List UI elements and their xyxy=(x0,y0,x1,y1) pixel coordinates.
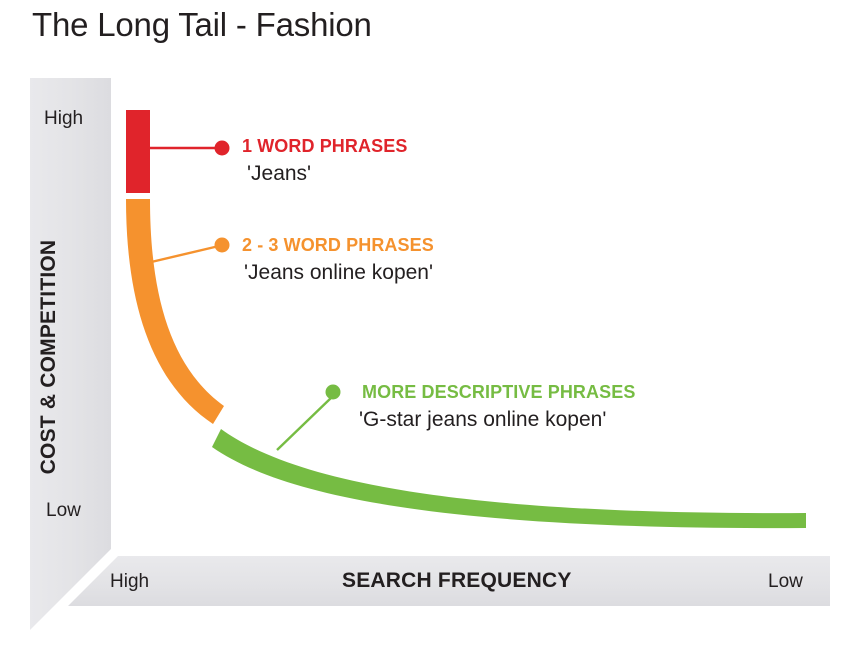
long-tail-curve xyxy=(126,110,806,529)
y-axis-low-label: Low xyxy=(46,500,81,521)
callout-one-word-example: 'Jeans' xyxy=(247,161,312,185)
y-axis-title: COST & COMPETITION xyxy=(37,239,60,475)
page-title: The Long Tail - Fashion xyxy=(32,6,372,43)
leader-line-green xyxy=(276,396,333,451)
x-axis-low-label: Low xyxy=(768,571,803,592)
x-axis-title: SEARCH FREQUENCY xyxy=(342,569,572,592)
callout-leaders xyxy=(146,140,341,451)
curve-segment-red xyxy=(126,110,150,193)
y-axis-high-label: High xyxy=(44,108,84,129)
curve-segment-orange xyxy=(126,199,224,424)
curve-segment-green xyxy=(212,429,806,529)
x-axis-panel xyxy=(68,556,830,606)
callout-two-three-example: 'Jeans online kopen' xyxy=(244,260,433,284)
x-axis-high-label: High xyxy=(110,571,150,592)
callout-descriptive-heading: MORE DESCRIPTIVE PHRASES xyxy=(362,382,636,402)
y-axis-panel xyxy=(30,78,111,630)
callout-one-word-heading: 1 WORD PHRASES xyxy=(242,136,408,156)
callout-two-three-heading: 2 - 3 WORD PHRASES xyxy=(242,235,434,255)
leader-line-orange xyxy=(146,244,220,265)
axis-panels xyxy=(30,78,830,630)
callout-more-descriptive-phrases: MORE DESCRIPTIVE PHRASES 'G-star jeans o… xyxy=(359,382,636,433)
leader-dot-orange xyxy=(214,237,230,253)
leader-dot-red xyxy=(214,140,230,156)
callout-descriptive-example: 'G-star jeans online kopen' xyxy=(359,407,607,431)
leader-dot-green xyxy=(325,384,341,400)
callout-one-word-phrases: 1 WORD PHRASES 'Jeans' xyxy=(242,136,408,187)
callout-two-three-word-phrases: 2 - 3 WORD PHRASES 'Jeans online kopen' xyxy=(242,235,434,286)
